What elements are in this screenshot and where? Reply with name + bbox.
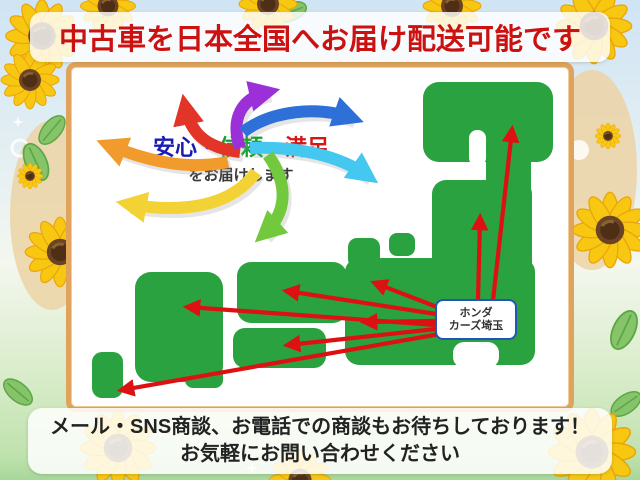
- circle-decor: [569, 140, 589, 160]
- swirl-arrow-left-up: [96, 137, 230, 172]
- map-region-hokkaido: [423, 82, 553, 162]
- swirl-arrow-up: [173, 93, 241, 158]
- footer-line2: お気軽にお問い合わせください: [180, 443, 460, 465]
- page-title: 中古車を日本全国へお届け配送可能です: [58, 24, 581, 56]
- swirl-arrow-right: [239, 97, 364, 137]
- dealer-label-badge: ホンダ カーズ埼玉: [435, 299, 517, 340]
- delivery-arrow-hokkaido: [490, 124, 520, 301]
- swirl-arrows: [96, 81, 379, 243]
- swirl-arrow-left-down: [115, 168, 261, 223]
- dealer-name-line1: ホンダ: [459, 306, 493, 319]
- delivery-arrow-tohoku: [470, 212, 489, 301]
- delivery-arrow-shikoku: [282, 326, 437, 353]
- delivery-arrow-kyushu: [182, 299, 437, 328]
- swirl-arrow-down: [254, 151, 289, 243]
- dealer-name-line2: カーズ埼玉: [448, 319, 504, 332]
- swirl-arrow-up-right: [230, 81, 281, 150]
- swirl-arrow-down-right: [249, 141, 379, 184]
- map-notch: [453, 342, 499, 368]
- footer-banner: メール・SNS商談、お電話での商談もお待ちしております！ お気軽にお問い合わせく…: [28, 408, 612, 474]
- title-banner: 中古車を日本全国へお届け配送可能です: [30, 12, 610, 62]
- footer-line1: メール・SNS商談、お電話での商談もお待ちしております！: [50, 416, 590, 438]
- map-region-kyushu: [135, 272, 223, 382]
- delivery-arrow-okinawa: [116, 331, 441, 397]
- map-region-noto-tab: [348, 238, 380, 268]
- delivery-arrows: [116, 124, 520, 397]
- map-region-okinawa: [92, 352, 123, 398]
- delivery-arrow-chugoku: [281, 284, 437, 317]
- map-region-sado-island: [389, 233, 415, 256]
- delivery-arrow-chubu: [370, 279, 438, 309]
- map-notch: [469, 130, 486, 166]
